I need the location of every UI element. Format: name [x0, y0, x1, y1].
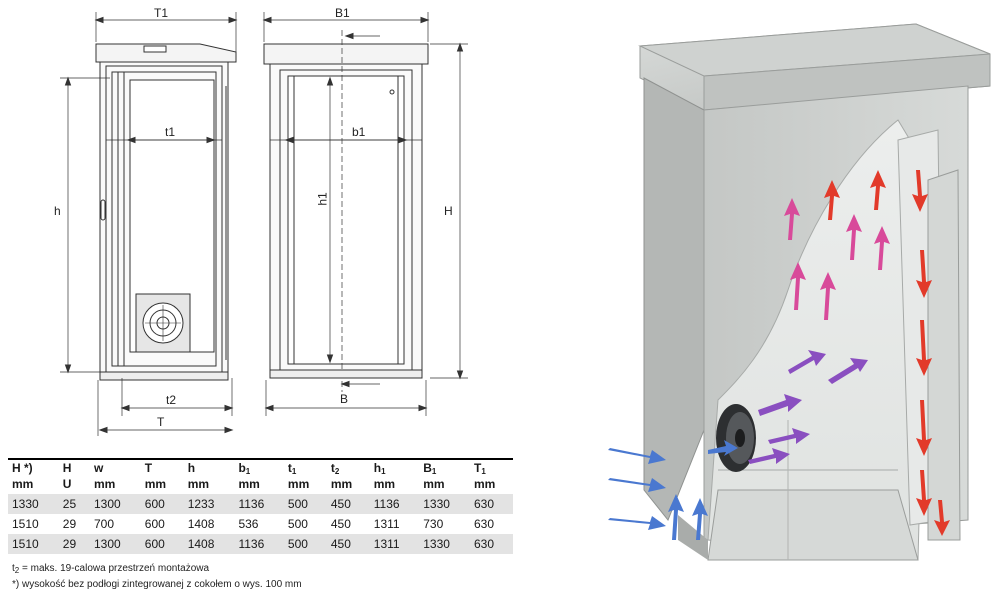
- table-header-row: H *) H w T h b1 t1 t2 h1 B1 T1: [8, 459, 513, 476]
- table-cell: 600: [140, 514, 184, 534]
- table-cell: 1510: [8, 514, 59, 534]
- header-cell: b1: [238, 461, 251, 476]
- table-cell: 1136: [234, 494, 284, 514]
- unit-cell: mm: [373, 476, 396, 491]
- unit-cell: mm: [474, 476, 496, 491]
- table-cell: 1311: [369, 534, 420, 554]
- table-cell: 1136: [369, 494, 420, 514]
- table-cell: 1330: [419, 534, 470, 554]
- header-cell: T1: [474, 461, 486, 476]
- table-cell: 450: [326, 534, 370, 554]
- dim-label-T1: T1: [154, 6, 169, 20]
- table-units-row: mm U mm mm mm mm mm mm mm mm mm: [8, 476, 513, 494]
- table-cell: 1330: [419, 494, 470, 514]
- table-cell: 1311: [369, 514, 420, 534]
- table-cell: 500: [283, 534, 327, 554]
- header-cell: t1: [287, 461, 297, 476]
- table-cell: 1408: [183, 534, 235, 554]
- front-view-drawing: [262, 12, 468, 416]
- table-row: 1510 29 700 600 1408 536 500 450 1311 73…: [8, 514, 513, 534]
- table-row: 1330 25 1300 600 1233 1136 500 450 1136 …: [8, 494, 513, 514]
- airflow-illustration: [608, 23, 991, 561]
- table-cell: 500: [283, 514, 327, 534]
- dim-label-B: B: [340, 392, 349, 406]
- table-cell: 630: [470, 494, 513, 514]
- header-cell: H: [62, 461, 72, 475]
- side-view-drawing: [60, 12, 238, 436]
- table-cell: 25: [58, 494, 90, 514]
- unit-cell: mm: [12, 476, 34, 491]
- table-cell: 600: [140, 494, 184, 514]
- unit-cell: mm: [187, 476, 210, 491]
- header-cell: T: [144, 461, 153, 475]
- unit-cell: mm: [423, 476, 445, 491]
- table-top-rule: [8, 458, 513, 460]
- table-cell: 536: [234, 514, 284, 534]
- table-cell: 1136: [234, 534, 284, 554]
- table-cell: 500: [283, 494, 327, 514]
- dim-label-h: h: [54, 204, 61, 218]
- table-cell: 29: [58, 534, 90, 554]
- table-cell: 29: [58, 514, 90, 534]
- dim-label-t2: t2: [166, 393, 177, 407]
- header-cell: H *): [12, 461, 33, 475]
- unit-cell: U: [62, 476, 72, 491]
- table-cell: 700: [90, 514, 141, 534]
- table-cell: 1300: [90, 534, 141, 554]
- header-cell: h1: [373, 461, 386, 476]
- table-cell: 630: [470, 514, 513, 534]
- note-footnote: *) wysokość bez podłogi zintegrowanej z …: [12, 579, 302, 590]
- table-cell: 1233: [183, 494, 235, 514]
- unit-cell: mm: [330, 476, 353, 491]
- table-cell: 600: [140, 534, 184, 554]
- spec-table: H *) H w T h b1 t1 t2 h1 B1 T1 mm U mm m…: [8, 459, 513, 554]
- table-cell: 630: [470, 534, 513, 554]
- table-cell: 1300: [90, 494, 141, 514]
- table-notes: t2 = maks. 19-calowa przestrzeń montażow…: [12, 562, 302, 592]
- dim-label-h1: h1: [315, 192, 330, 206]
- unit-cell: mm: [238, 476, 260, 491]
- dim-label-B1: B1: [335, 6, 350, 20]
- table-cell: 450: [326, 494, 370, 514]
- header-cell: w: [94, 461, 104, 475]
- header-cell: B1: [423, 461, 437, 476]
- unit-cell: mm: [287, 476, 310, 491]
- table-cell: 1408: [183, 514, 235, 534]
- dim-label-T: T: [157, 415, 165, 429]
- dim-label-t1: t1: [165, 125, 176, 139]
- dim-label-b1: b1: [352, 125, 366, 139]
- table-cell: 1510: [8, 534, 59, 554]
- table-cell: 1330: [8, 494, 59, 514]
- unit-cell: mm: [144, 476, 167, 491]
- note-t2: t2 = maks. 19-calowa przestrzeń montażow…: [12, 563, 210, 575]
- header-cell: t2: [330, 461, 340, 476]
- table-cell: 730: [419, 514, 470, 534]
- table-row: 1510 29 1300 600 1408 1136 500 450 1311 …: [8, 534, 513, 554]
- header-cell: h: [187, 461, 196, 475]
- dim-label-H: H: [444, 204, 453, 218]
- table-cell: 450: [326, 514, 370, 534]
- unit-cell: mm: [94, 476, 116, 491]
